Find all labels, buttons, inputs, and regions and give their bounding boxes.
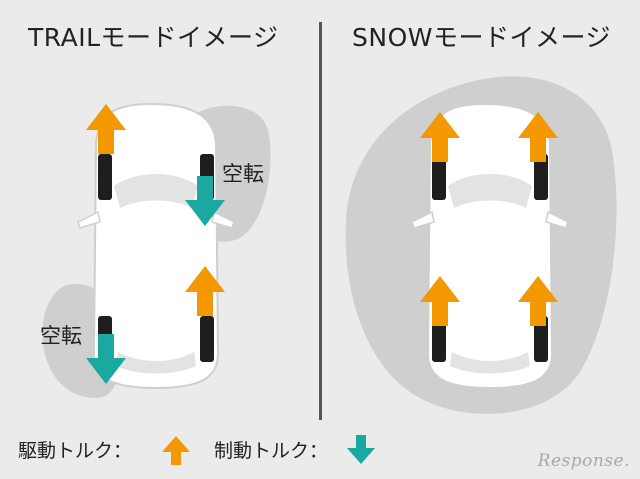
legend-brake-torque-label: 制動トルク：: [214, 440, 329, 462]
orange-up-arrow-icon: [162, 436, 190, 465]
snow-mode-title: SNOWモードイメージ: [352, 23, 611, 52]
trail-mode-title: TRAILモードイメージ: [28, 23, 279, 52]
response-watermark: Response.: [537, 451, 630, 471]
teal-down-arrow-icon: [347, 435, 375, 464]
center-divider: [319, 22, 322, 420]
wheel-spin-label-front-right: 空転: [222, 162, 264, 186]
wheel-spin-label-rear-left: 空転: [40, 324, 82, 348]
legend-drive-torque-label: 駆動トルク：: [18, 440, 133, 462]
